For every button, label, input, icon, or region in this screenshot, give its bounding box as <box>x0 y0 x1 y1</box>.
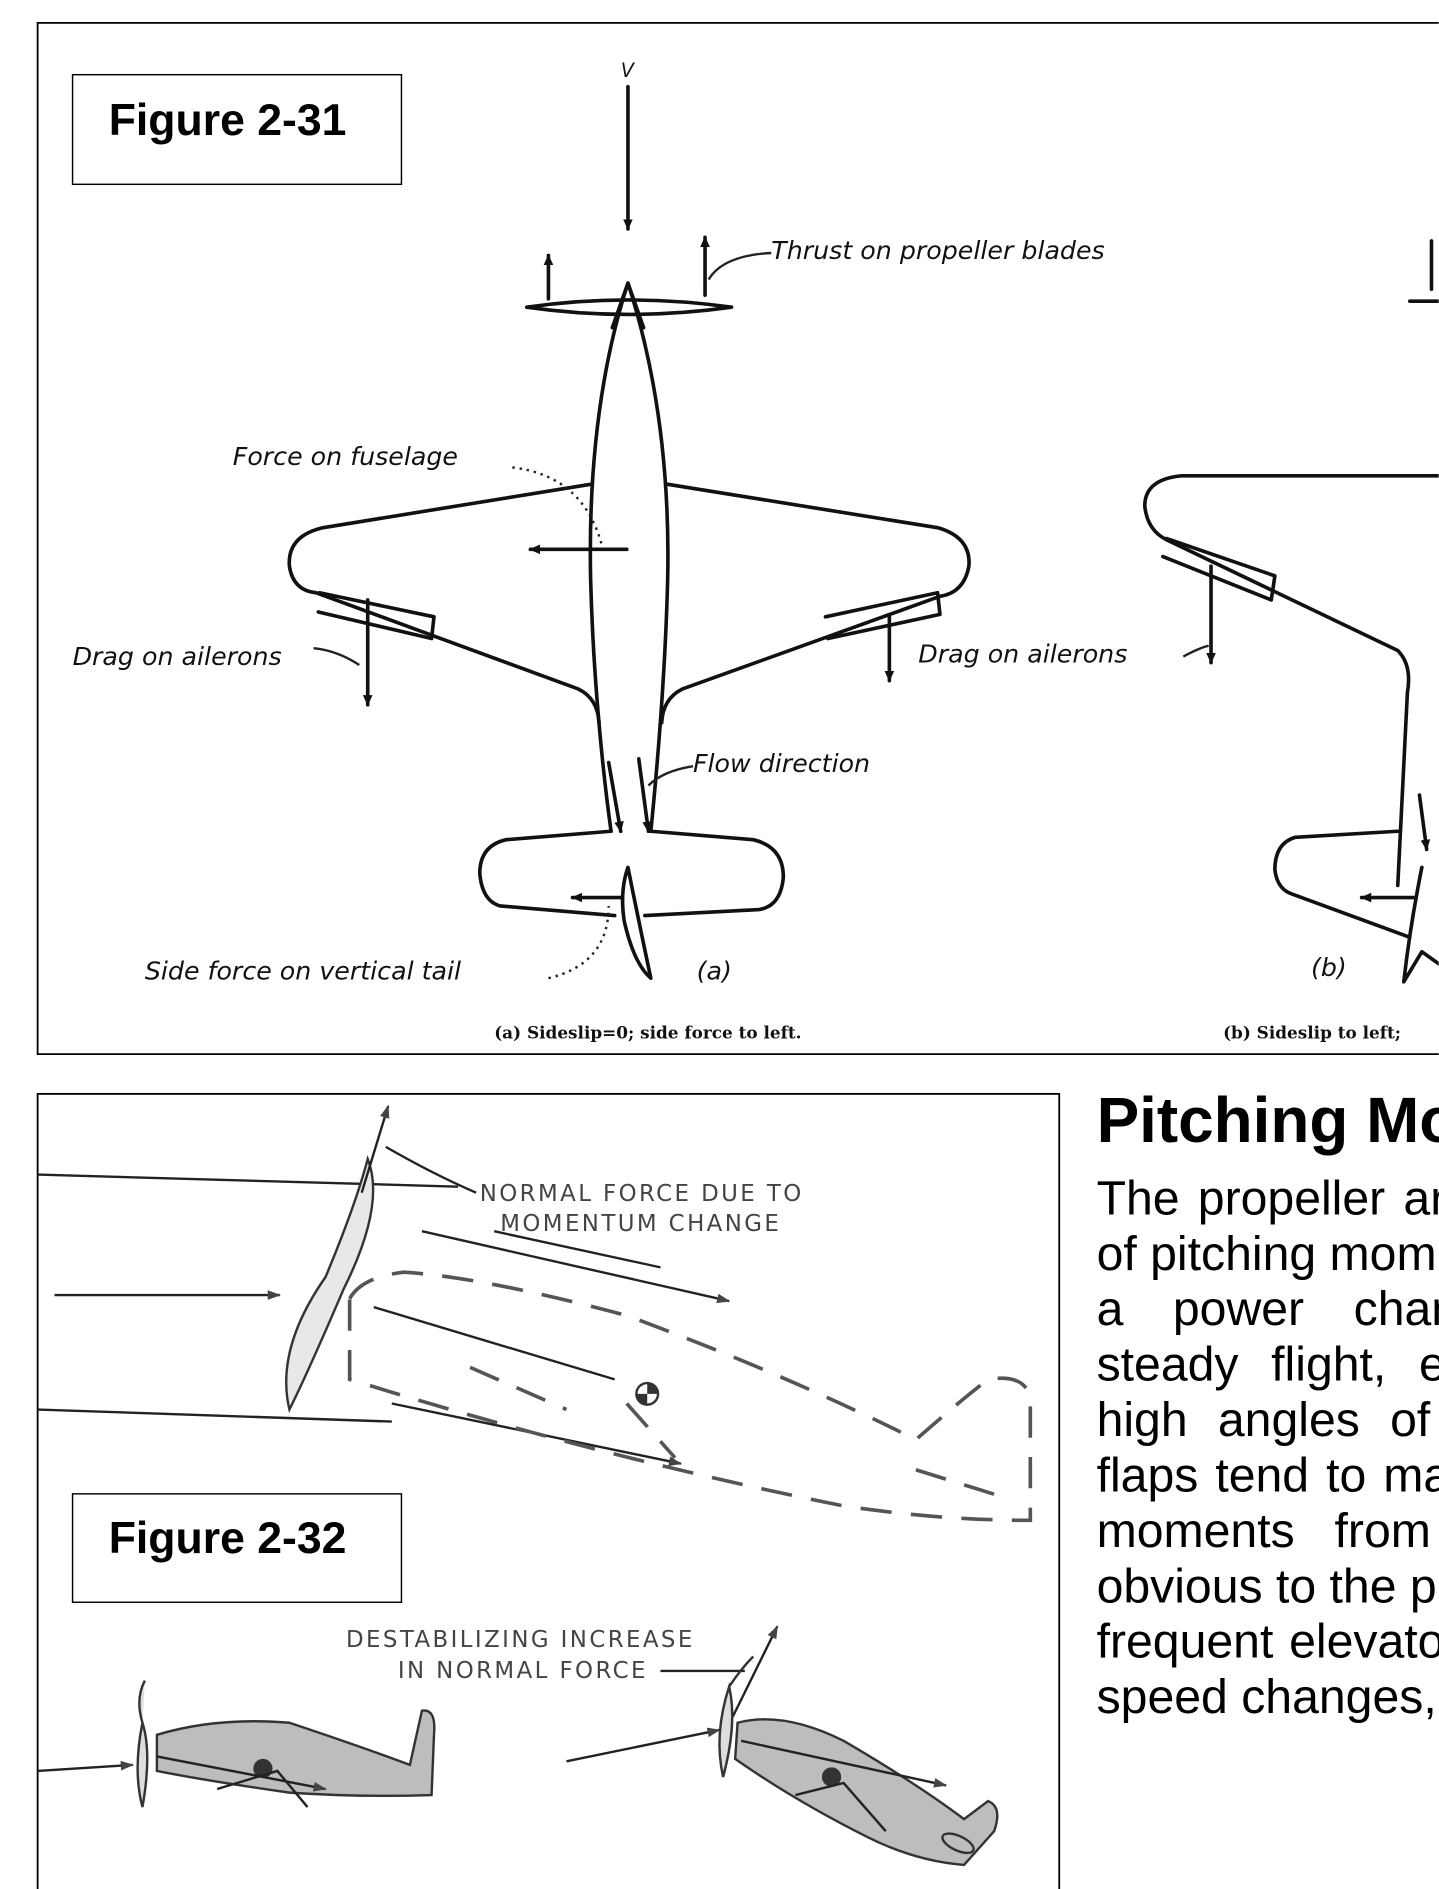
thrust-label: Thrust on propeller blades <box>771 236 1104 265</box>
body-line: obvious to the p <box>1097 1559 1437 1613</box>
vertical-tail <box>620 865 653 981</box>
body-line: moments from <box>1097 1504 1431 1558</box>
left-wing-b <box>1142 474 1439 888</box>
side-force-label: Side force on vertical tail <box>145 956 461 985</box>
drag-ailerons-left-label: Drag on ailerons <box>73 642 282 671</box>
drag-leader-b <box>1182 644 1209 658</box>
fuselage-force-label: Force on fuselage <box>233 442 458 471</box>
caption-a: (a) Sideslip=0; side force to left. <box>494 1022 801 1042</box>
left-wing <box>287 482 601 725</box>
airplane-centerline <box>373 1305 616 1381</box>
body-line: flaps tend to ma <box>1097 1448 1439 1502</box>
streamline-bottom <box>37 1408 392 1423</box>
airplane-diagram-b: Drag on ailerons (b) (b) Sideslip to lef… <box>918 239 1439 1042</box>
normal-force-arrow <box>360 1104 390 1194</box>
airplane-inner-dashes <box>469 1365 1013 1502</box>
drag-ailerons-right-label: Drag on ailerons <box>918 640 1127 669</box>
outflow-arrow-top <box>421 1230 731 1304</box>
spinner <box>610 281 646 330</box>
cg-symbol-icon <box>635 1381 660 1406</box>
flow-arrow-right <box>636 757 652 834</box>
figure-2-32: NORMAL FORCE DUE TO MOMENTUM CHANGE Figu… <box>36 1092 1061 1889</box>
text-section: Pitching Mo The propeller ar of pitching… <box>1097 1084 1439 1724</box>
aileron-b <box>1161 536 1277 602</box>
caption-b: (b) Sideslip to left; <box>1223 1022 1401 1042</box>
left-stabilizer <box>477 829 617 918</box>
airplane-outline-dashed <box>347 1270 1033 1523</box>
body-line: of pitching mom <box>1097 1227 1437 1281</box>
section-heading: Pitching Mo <box>1097 1084 1439 1156</box>
panel-a-tag: (a) <box>697 956 732 985</box>
panel-b-tag: (b) <box>1311 953 1347 982</box>
body-line: steady flight, e <box>1097 1338 1439 1392</box>
body-line: a power chang <box>1097 1282 1439 1336</box>
propeller-b <box>1407 239 1439 303</box>
streamline-top <box>37 1173 459 1188</box>
normal-force-label-line1: NORMAL FORCE DUE TO <box>480 1181 804 1207</box>
destabilizing-label-line2: IN NORMAL FORCE <box>398 1658 648 1684</box>
stabilizer-b <box>1273 829 1412 940</box>
destabilizing-label-line1: DESTABILIZING INCREASE <box>346 1627 695 1653</box>
right-wing <box>659 482 971 725</box>
propeller-icon <box>524 298 734 317</box>
fuselage-force-leader <box>512 466 604 549</box>
flow-arrow-b <box>1417 793 1431 852</box>
figure-label-box <box>71 73 403 186</box>
flow-arrow-left <box>606 760 624 834</box>
thrust-leader <box>707 251 772 281</box>
left-aileron <box>316 590 436 641</box>
propeller-icon <box>285 1155 375 1414</box>
figure-label: Figure 2-32 <box>109 1514 347 1563</box>
right-stabilizer <box>643 829 786 918</box>
body-line: frequent elevato <box>1097 1615 1439 1669</box>
figure-label-box <box>71 1493 403 1603</box>
figure-label: Figure 2-31 <box>109 96 347 145</box>
velocity-label: V <box>621 59 636 82</box>
body-line: The propeller ar <box>1097 1171 1439 1225</box>
figure-frame <box>36 21 1439 1056</box>
figure-frame <box>36 1092 1061 1889</box>
figure-2-31: Figure 2-31 V Thrust on propeller blades <box>36 21 1439 1056</box>
small-airplane-pitched <box>566 1625 999 1867</box>
small-airplane-level <box>37 1680 436 1808</box>
airplane-diagram-a: V Thrust on propeller blades Dr <box>73 59 1105 1042</box>
body-line: speed changes, <box>1097 1670 1437 1724</box>
vertical-tail-b <box>1401 865 1439 984</box>
normal-force-label-line2: MOMENTUM CHANGE <box>500 1211 781 1237</box>
right-aileron <box>823 590 942 641</box>
flow-leader <box>647 765 694 787</box>
side-force-leader <box>548 905 610 980</box>
drag-leader-left <box>313 646 360 667</box>
body-line: high angles of <box>1097 1393 1431 1447</box>
normal-force-leader <box>385 1145 661 1269</box>
fuselage <box>588 281 670 834</box>
flow-direction-label: Flow direction <box>693 749 870 778</box>
